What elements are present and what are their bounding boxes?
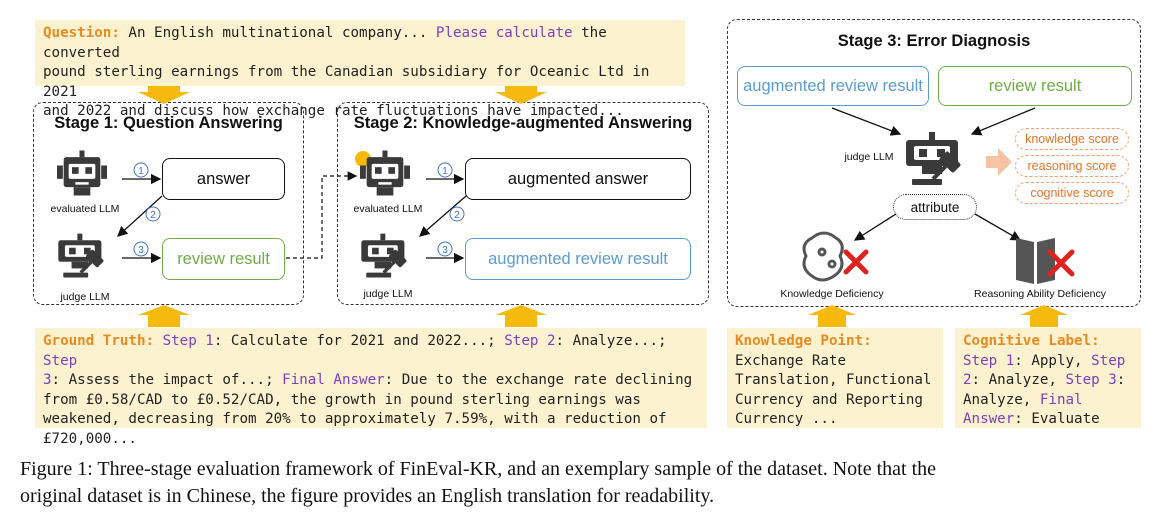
red-x-icon-2 [1047,249,1075,277]
gt-step1: Step 1 [154,333,214,349]
cl-final-answer: Final Answer [963,391,1083,428]
judge-robot-icon-2 [361,233,408,279]
reasoning-deficiency-label: Reasoning Ability Deficiency [974,288,1106,300]
gt-text1: : Calculate for 2021 and 2022...; [213,333,505,349]
svg-text:2: 2 [454,210,460,221]
svg-text:1: 1 [138,166,144,177]
cognitive-label-title: Cognitive Label: [963,333,1100,349]
attribute-box: attribute [893,194,977,220]
svg-text:3: 3 [442,245,448,256]
svg-text:1: 1 [442,166,448,177]
ground-truth-label: Ground Truth: [43,333,155,349]
open-book-icon [1016,238,1055,284]
answer-box: answer [162,158,285,200]
evaluated-llm-label-2: evaluated LLM [353,203,423,215]
cl-text4: : Evaluate [1014,411,1100,427]
score-arrow [986,148,1012,176]
gt-step3: Step 3 [43,352,78,389]
evaluated-robot-icon-1 [57,150,107,196]
question-highlight: Please calculate [435,25,573,41]
stage3-augmented-review-box: augmented review result [737,66,929,106]
svg-text:2: 2 [150,210,156,221]
knowledge-point-text: Exchange Rate Translation, Functional Cu… [735,352,932,428]
caption-line-1: Figure 1: Three-stage evaluation framewo… [20,458,936,480]
knowledge-point-box: Knowledge Point: Exchange Rate Translati… [727,328,943,428]
question-box: Question: An English multinational compa… [35,20,685,119]
stage2-title: Stage 2: Knowledge-augmented Answering [353,114,693,132]
ground-truth-box: Ground Truth: Step 1: Calculate for 2021… [35,328,707,447]
gt-step2: Step 2 [504,333,556,349]
stage1-panel [33,102,304,305]
caption-line-2: original dataset is in Chinese, the figu… [20,485,715,507]
stage3-review-box: review result [938,66,1132,106]
cl-step1: Step 1 [963,352,1015,369]
cl-step3: Step 3 [1065,372,1117,388]
cognitive-label-box: Cognitive Label: Step 1: Apply, Step 2: … [955,328,1141,428]
stage3-title: Stage 3: Error Diagnosis [837,32,1031,50]
judge-robot-icon-1 [58,233,105,279]
svg-text:3: 3 [138,245,144,256]
gt-text4: : Due to the exchange rate declining fro… [43,372,693,447]
knowledge-point-label: Knowledge Point: [735,333,872,349]
gt-text2: : Analyze...; [555,333,676,349]
augmented-review-result-box: augmented review result [465,238,691,280]
cognitive-score-tag: cognitive score [1015,182,1129,204]
gt-final-answer: Final Answer [282,372,385,388]
gt-text3: : Assess the impact of...; [51,372,283,388]
flow-arrows-yellow [138,86,1068,327]
knowledge-deficiency-label: Knowledge Deficiency [780,288,884,300]
evaluated-llm-label-1: evaluated LLM [50,203,120,215]
review-result-box: review result [162,238,285,280]
stage1-title: Stage 1: Question Answering [54,114,283,132]
cl-step2: Step 2 [963,352,1126,389]
figure-caption: Figure 1: Three-stage evaluation framewo… [20,456,1160,510]
red-x-icon [843,249,869,275]
judge-llm-label-2: judge LLM [363,288,413,300]
judge-llm-label-3: judge LLM [844,151,894,163]
augmented-answer-box: augmented answer [465,158,691,200]
judge-robot-icon-3 [906,132,962,187]
question-text-2: the converted pound sterling earnings fr… [43,25,650,119]
question-label: Question: [43,25,120,41]
stage3-panel [727,19,1141,307]
knowledge-score-tag: knowledge score [1015,128,1129,150]
reasoning-score-tag: reasoning score [1015,155,1129,177]
brain-circuit-icon [802,231,844,282]
question-text-1: An English multinational company... [119,25,436,41]
cl-text3: : Analyze, [963,372,1126,408]
cl-text2: : Analyze, [971,372,1066,388]
cl-text1: : Apply, [1014,352,1092,369]
judge-llm-label-1: judge LLM [60,291,110,303]
